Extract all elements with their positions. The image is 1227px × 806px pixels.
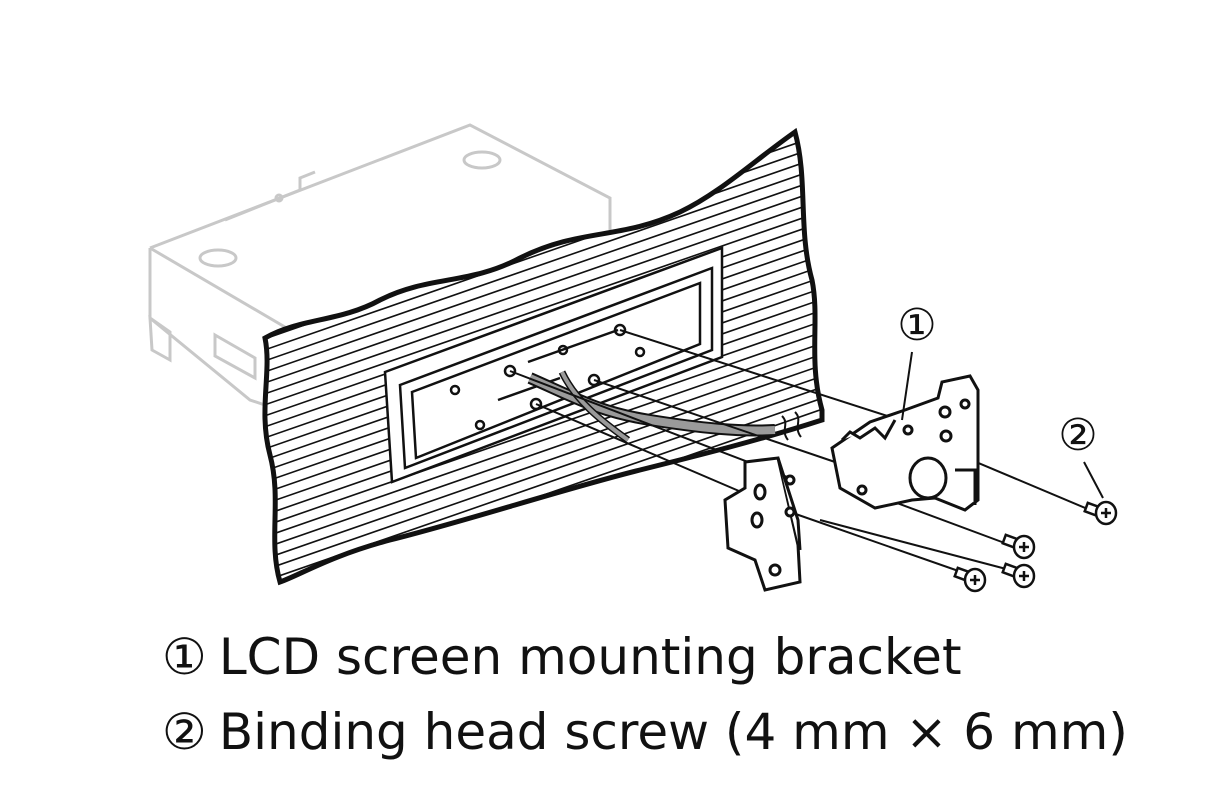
screw-middle-upper (1001, 533, 1036, 560)
panel-stripe (264, 325, 822, 532)
panel-stripe (264, 182, 822, 389)
head-unit-ghost (148, 123, 612, 407)
callout-2-leader (1083, 461, 1104, 499)
lcd-screen-mounting-bracket (830, 374, 980, 512)
legend-marker: ① (162, 628, 207, 686)
callout-2-marker: ② (1058, 410, 1097, 461)
mounting-opening (383, 246, 724, 484)
panel-stripe (264, 336, 822, 543)
binding-head-screws (953, 500, 1118, 593)
panel-stripe (264, 171, 822, 378)
dashboard-panel (250, 127, 840, 795)
panel-stripe (264, 380, 822, 582)
panel-stripe (264, 358, 822, 565)
left-mounting-bracket (723, 456, 802, 592)
legend-label: Binding head screw (4 mm × 6 mm) (218, 703, 1128, 761)
legend-marker: ② (162, 703, 207, 761)
panel-stripe (250, 590, 840, 795)
panel-stripe (264, 347, 822, 554)
legend-label: LCD screen mounting bracket (218, 628, 962, 686)
panel-stripe (264, 160, 822, 367)
callout-2: ② (1058, 410, 1104, 499)
panel-stripe (264, 149, 822, 356)
panel-stripe (264, 369, 822, 576)
panel-stripe (264, 193, 822, 400)
screw-bottom-left (953, 566, 987, 593)
screw-middle-lower (1001, 562, 1036, 589)
callout-1-marker: ① (897, 300, 936, 351)
callout-1: ① (897, 300, 937, 421)
callout-1-leader (901, 351, 913, 421)
screw-top-right (1083, 500, 1118, 526)
panel-stripe (264, 204, 822, 411)
